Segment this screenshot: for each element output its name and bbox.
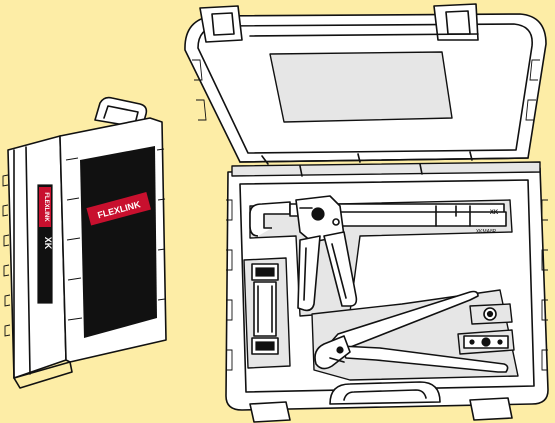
crimper-hook <box>249 201 291 237</box>
lid-label-recess <box>269 51 453 123</box>
open-case: XK XKMA8P <box>184 3 549 423</box>
crimper-handle-front <box>297 235 321 312</box>
lid-latch-left <box>199 5 243 43</box>
side-logo-badge <box>39 187 51 227</box>
base-latch-left <box>249 401 291 423</box>
base-latch-right <box>469 397 513 421</box>
crimper-code-text: XKMA8P <box>476 229 497 235</box>
plier-handle-lower <box>339 345 509 373</box>
small-tool <box>251 263 279 355</box>
cutting-pliers <box>314 290 509 373</box>
closed-case: FLEXLINK XK FLEXLINK <box>2 96 167 389</box>
lid-latch-right <box>433 3 479 41</box>
front-logo-badge <box>86 192 151 226</box>
crimper-brand-text: XK <box>490 210 499 216</box>
crimping-gun: XK XKMA8P <box>249 195 507 312</box>
side-logo-text: FLEXLINK <box>43 192 49 222</box>
case-handle <box>94 96 148 129</box>
plier-handle-upper <box>321 290 479 353</box>
crimper-handle-rear <box>323 231 358 307</box>
case-front-panel <box>80 146 157 338</box>
plier-jaw <box>314 335 351 370</box>
side-model-text: XK <box>43 237 53 250</box>
spare-parts <box>457 303 515 355</box>
base-handle <box>329 381 441 405</box>
case-side-panel <box>7 135 67 379</box>
